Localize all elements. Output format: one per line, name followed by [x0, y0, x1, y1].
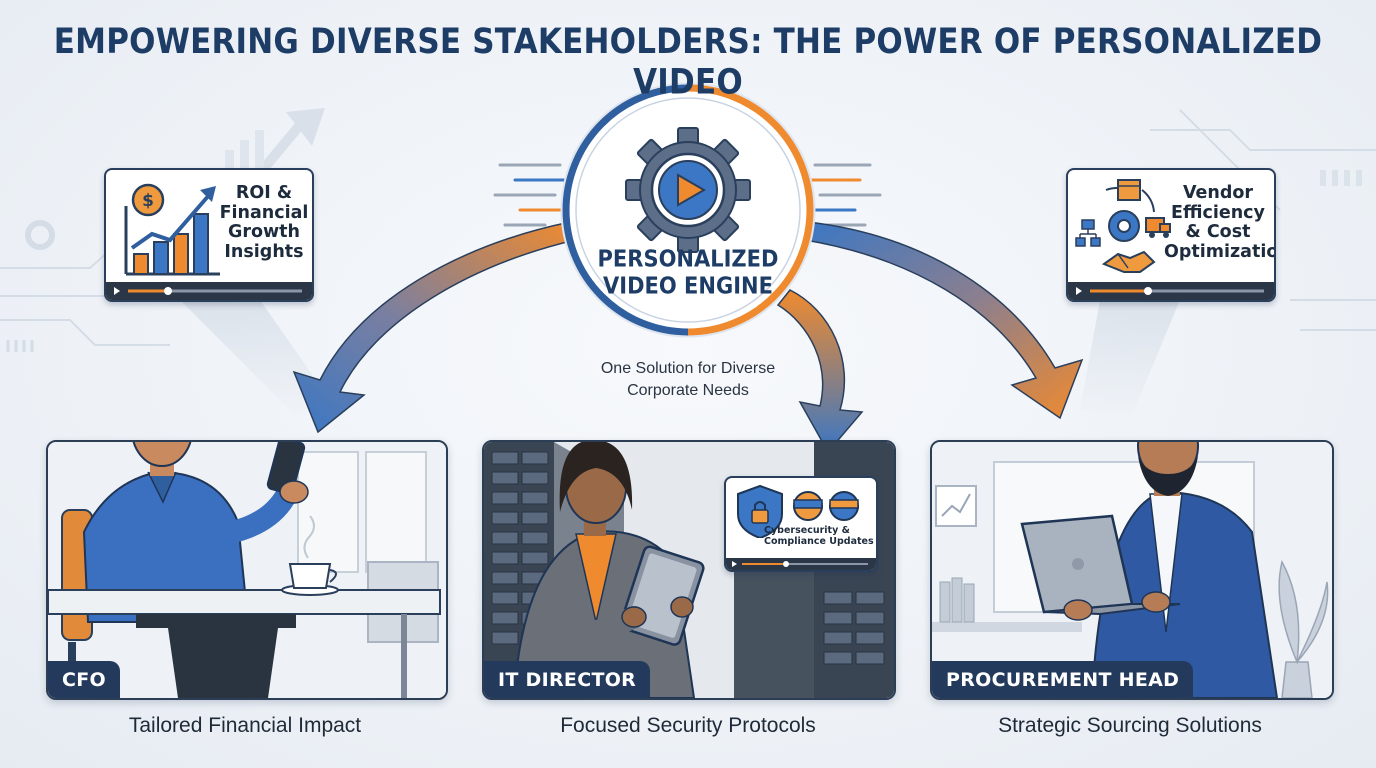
svg-text:$: $	[142, 191, 154, 211]
security-card-text: Cybersecurity & Compliance Updates	[764, 525, 874, 547]
video-player-bar	[106, 282, 312, 300]
gear-icon	[1108, 210, 1140, 242]
arrow-to-procurement-head	[804, 221, 1084, 420]
caption-procurement-head: Strategic Sourcing Solutions	[998, 714, 1262, 737]
play-icon	[1076, 287, 1082, 295]
box-icon	[1117, 179, 1141, 201]
it-director-person	[512, 442, 705, 698]
play-icon	[732, 561, 737, 567]
role-label-procurement-head: PROCUREMENT HEAD	[932, 661, 1194, 698]
engine-subtitle: One Solution for Diverse Corporate Needs	[560, 358, 816, 403]
coffee-cup-icon	[281, 515, 339, 596]
caption-cfo: Tailored Financial Impact	[128, 714, 362, 737]
engine-label-line2: VIDEO ENGINE	[603, 273, 773, 300]
vendor-card-text: Vendor Efficiency & Cost Optimization	[1164, 183, 1274, 262]
engine-label-line1: PERSONALIZED	[597, 245, 779, 272]
beam-right	[1080, 300, 1180, 420]
arrow-to-cfo	[292, 221, 576, 434]
engine-subtitle-line1: One Solution for Diverse	[600, 360, 776, 377]
security-video-card: Cybersecurity & Compliance Updates	[724, 476, 878, 572]
smartphone-icon	[266, 442, 306, 495]
engine-subtitle-line2: Corporate Needs	[627, 382, 749, 400]
procurement-head-illustration	[932, 442, 1332, 698]
it-director-panel: Cybersecurity & Compliance Updates IT DI…	[482, 440, 896, 700]
dollar-coin-icon	[131, 183, 165, 217]
play-icon	[114, 287, 120, 295]
bar-growth-chart-icon: $	[124, 183, 220, 276]
engine-data-lines-left	[493, 163, 567, 227]
desk	[48, 589, 441, 615]
procurement-head-person	[1020, 442, 1279, 698]
page-title: EMPOWERING DIVERSE STAKEHOLDERS: THE POW…	[53, 21, 1323, 103]
compliance-badge-icon	[793, 491, 823, 521]
plant	[1278, 559, 1329, 698]
gear-icon	[625, 127, 751, 253]
procurement-head-panel: PROCUREMENT HEAD	[930, 440, 1334, 700]
engine-data-lines-right	[810, 163, 882, 227]
vendor-video-card: Vendor Efficiency & Cost Optimization	[1066, 168, 1276, 302]
supply-chain-icon	[1075, 179, 1171, 273]
certification-badge-icon	[829, 491, 859, 521]
roi-video-card: $ ROI & Financial Growth Insights	[104, 168, 314, 302]
wall-chart	[935, 485, 977, 527]
cfo-illustration	[48, 442, 446, 698]
cfo-panel: CFO	[46, 440, 448, 700]
video-player-bar	[726, 558, 876, 570]
role-label-cfo: CFO	[48, 661, 120, 698]
background-bars-right	[1320, 170, 1362, 186]
roi-card-text: ROI & Financial Growth Insights	[219, 183, 309, 262]
org-chart-icon	[1081, 219, 1095, 230]
video-player-bar	[1068, 282, 1274, 300]
beam-left	[180, 300, 330, 420]
handshake-icon	[1101, 250, 1156, 273]
engine-label: PERSONALIZED VIDEO ENGINE	[568, 246, 808, 300]
role-label-it-director: IT DIRECTOR	[484, 661, 651, 698]
caption-it-director: Focused Security Protocols	[560, 714, 816, 737]
play-icon	[677, 173, 707, 207]
